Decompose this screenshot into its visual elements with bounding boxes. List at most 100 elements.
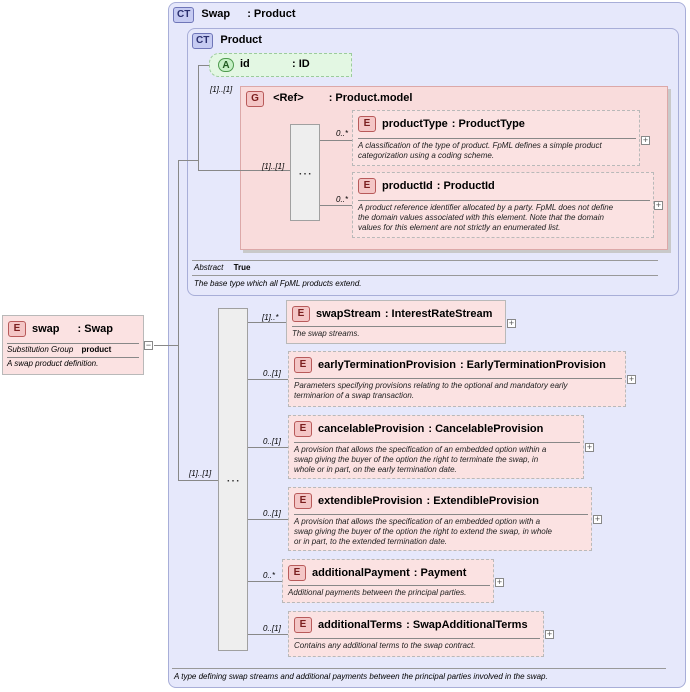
connector-line bbox=[198, 65, 209, 66]
complex-type-badge: CT bbox=[173, 7, 195, 23]
element-name: productType bbox=[382, 118, 448, 130]
model-group-header: G <Ref> : Product.model bbox=[246, 91, 412, 107]
connector-line bbox=[320, 205, 352, 206]
expand-icon[interactable]: + bbox=[507, 318, 516, 328]
element-type: : ProductId bbox=[436, 180, 495, 192]
element-badge: E bbox=[294, 617, 312, 633]
substitution-label: Substitution Group bbox=[7, 345, 74, 354]
element-name: productId bbox=[382, 180, 433, 192]
element-doc: A classification of the type of product.… bbox=[358, 138, 636, 161]
connector-line bbox=[178, 160, 179, 481]
connector-line bbox=[248, 581, 282, 582]
swap-ct-header: CT Swap : Product bbox=[173, 7, 295, 23]
expand-icon[interactable]: + bbox=[545, 629, 554, 639]
connector-line bbox=[248, 379, 288, 380]
connector-line bbox=[154, 345, 178, 346]
expand-icon[interactable]: + bbox=[593, 514, 602, 524]
abstract-row: Abstract True bbox=[194, 263, 250, 272]
element-doc: Parameters specifying provisions relatin… bbox=[294, 378, 622, 401]
element-type: : Payment bbox=[413, 567, 467, 579]
connector-line bbox=[248, 519, 288, 520]
element-cardinality: 0..[1] bbox=[263, 437, 281, 446]
element-type: : InterestRateStream bbox=[384, 308, 493, 320]
element-badge: E bbox=[294, 357, 312, 373]
connector-line bbox=[178, 480, 218, 481]
expand-icon[interactable]: + bbox=[654, 200, 663, 210]
element-badge: E bbox=[358, 116, 376, 132]
swap-element-doc: A swap product definition. bbox=[7, 357, 139, 368]
element-type: : EarlyTerminationProvision bbox=[459, 359, 606, 371]
sequence-icon: ⋯ bbox=[298, 165, 312, 181]
element-cardinality: 0..* bbox=[263, 571, 276, 580]
connector-line bbox=[240, 170, 290, 171]
element-badge: E bbox=[358, 178, 376, 194]
connector-line bbox=[248, 447, 288, 448]
attribute-name: id bbox=[240, 58, 250, 70]
element-doc: A product reference identifier allocated… bbox=[358, 200, 650, 233]
element-badge: E bbox=[294, 421, 312, 437]
divider bbox=[192, 260, 658, 261]
abstract-value: True bbox=[233, 263, 251, 272]
element-cardinality: 0..[1] bbox=[263, 369, 281, 378]
swap-ct-name: Swap bbox=[201, 8, 231, 20]
element-badge: E bbox=[288, 565, 306, 581]
product-sequence-compositor[interactable]: ⋯ bbox=[290, 124, 320, 221]
attribute-badge: A bbox=[218, 58, 234, 72]
element-type: : CancelableProvision bbox=[428, 423, 544, 435]
element-cardinality: 0..[1] bbox=[263, 509, 281, 518]
element-doc: The swap streams. bbox=[292, 326, 502, 339]
element-doc: A provision that allows the specificatio… bbox=[294, 514, 588, 547]
product-ct-header: CT Product bbox=[192, 33, 262, 49]
swap-ct-base-type: : Product bbox=[247, 8, 296, 20]
expand-icon[interactable]: + bbox=[641, 135, 650, 145]
element-type: : ProductType bbox=[451, 118, 525, 130]
element-name: additionalPayment bbox=[312, 567, 410, 579]
attribute-type: : ID bbox=[292, 58, 310, 70]
model-group-cardinality: [1]..[1] bbox=[210, 85, 233, 94]
element-badge: E bbox=[8, 321, 26, 337]
element-name: extendibleProvision bbox=[318, 495, 423, 507]
abstract-label: Abstract bbox=[194, 263, 224, 272]
element-doc: Contains any additional terms to the swa… bbox=[294, 638, 540, 651]
sequence-icon: ⋯ bbox=[226, 472, 240, 488]
element-doc: Additional payments between the principa… bbox=[288, 585, 490, 598]
expand-icon[interactable]: + bbox=[585, 442, 594, 452]
product-sequence-cardinality: [1]..[1] bbox=[262, 162, 285, 171]
element-badge: E bbox=[292, 306, 310, 322]
element-cardinality: 0..* bbox=[336, 129, 349, 138]
element-name: swapStream bbox=[316, 308, 381, 320]
product-ct-doc: The base type which all FpML products ex… bbox=[194, 279, 362, 288]
divider bbox=[192, 275, 658, 276]
connector-line bbox=[320, 140, 352, 141]
swap-sequence-cardinality: [1]..[1] bbox=[189, 469, 212, 478]
swap-ct-doc: A type defining swap streams and additio… bbox=[174, 672, 548, 681]
connector-line bbox=[248, 322, 286, 323]
collapse-icon[interactable]: − bbox=[144, 340, 153, 350]
group-type: : Product.model bbox=[328, 92, 413, 104]
expand-icon[interactable]: + bbox=[495, 577, 504, 587]
element-name: cancelableProvision bbox=[318, 423, 425, 435]
substitution-value: product bbox=[81, 345, 112, 354]
divider bbox=[172, 668, 666, 669]
element-type: : ExtendibleProvision bbox=[426, 495, 539, 507]
id-attribute[interactable]: A id : ID bbox=[209, 53, 352, 77]
element-cardinality: 0..[1] bbox=[263, 624, 281, 633]
element-name: earlyTerminationProvision bbox=[318, 359, 456, 371]
element-name: additionalTerms bbox=[318, 619, 403, 631]
group-badge: G bbox=[246, 91, 264, 107]
expand-icon[interactable]: + bbox=[627, 374, 636, 384]
swap-sequence-compositor[interactable]: ⋯ bbox=[218, 308, 248, 651]
element-type: : Swap bbox=[77, 323, 113, 335]
substitution-group-row: Substitution Group product bbox=[7, 343, 139, 354]
connector-line bbox=[198, 170, 240, 171]
product-ct-name: Product bbox=[220, 34, 262, 46]
